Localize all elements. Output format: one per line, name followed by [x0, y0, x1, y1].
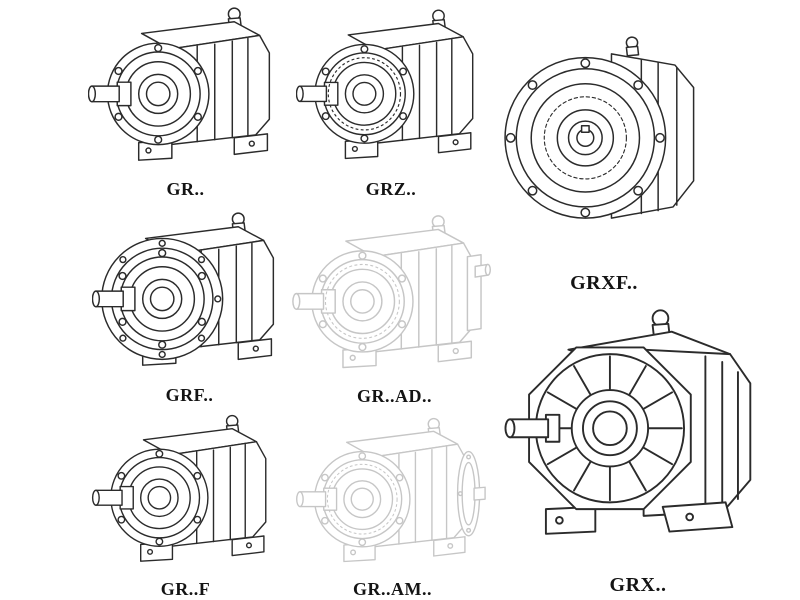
model-label-gr-f: GR..F — [160, 579, 211, 599]
figure-grz: GRZ.. — [296, 2, 486, 200]
gearbox-ribbed-foot-icon — [505, 310, 750, 533]
gearbox-motor-adapter-icon — [297, 419, 485, 562]
model-label-gr-am: GR..AM.. — [353, 579, 432, 599]
gearbox-front-flange-icon — [505, 37, 694, 218]
gearbox-drawing-grf — [92, 206, 287, 384]
model-label-gr: GR.. — [166, 179, 205, 199]
figure-grf: GRF.. — [92, 206, 287, 406]
model-label-grx: GRX.. — [609, 574, 667, 596]
gearbox-foot-icon — [88, 8, 269, 160]
model-label-grxf: GRXF.. — [570, 272, 638, 294]
gearbox-foot-gearring-icon — [296, 10, 472, 158]
figure-gr-ad: GR..AD.. — [292, 210, 497, 407]
figure-gr: GR.. — [88, 2, 283, 200]
gearbox-drawing-gr-ad — [292, 210, 497, 385]
gearbox-input-adapter-icon — [293, 216, 490, 368]
gearbox-drawing-gr-am — [290, 413, 495, 578]
gearbox-foot-icon — [93, 416, 266, 562]
gearbox-flange-icon — [92, 213, 273, 365]
figure-gr-f: GR..F — [88, 410, 283, 600]
figure-grxf: GRXF.. — [492, 0, 716, 294]
gearbox-drawing-grx — [492, 296, 784, 574]
gearbox-drawing-gr — [88, 2, 283, 178]
model-label-gr-ad: GR..AD.. — [357, 386, 432, 406]
figure-grx: GRX.. — [492, 296, 784, 596]
model-label-grz: GRZ.. — [365, 179, 417, 199]
model-label-grf: GRF.. — [165, 385, 214, 405]
gearbox-drawing-grxf — [492, 0, 716, 272]
gearbox-drawing-gr-f — [88, 410, 283, 578]
gearbox-drawing-grz — [296, 2, 486, 178]
figure-gr-am: GR..AM.. — [290, 413, 495, 600]
